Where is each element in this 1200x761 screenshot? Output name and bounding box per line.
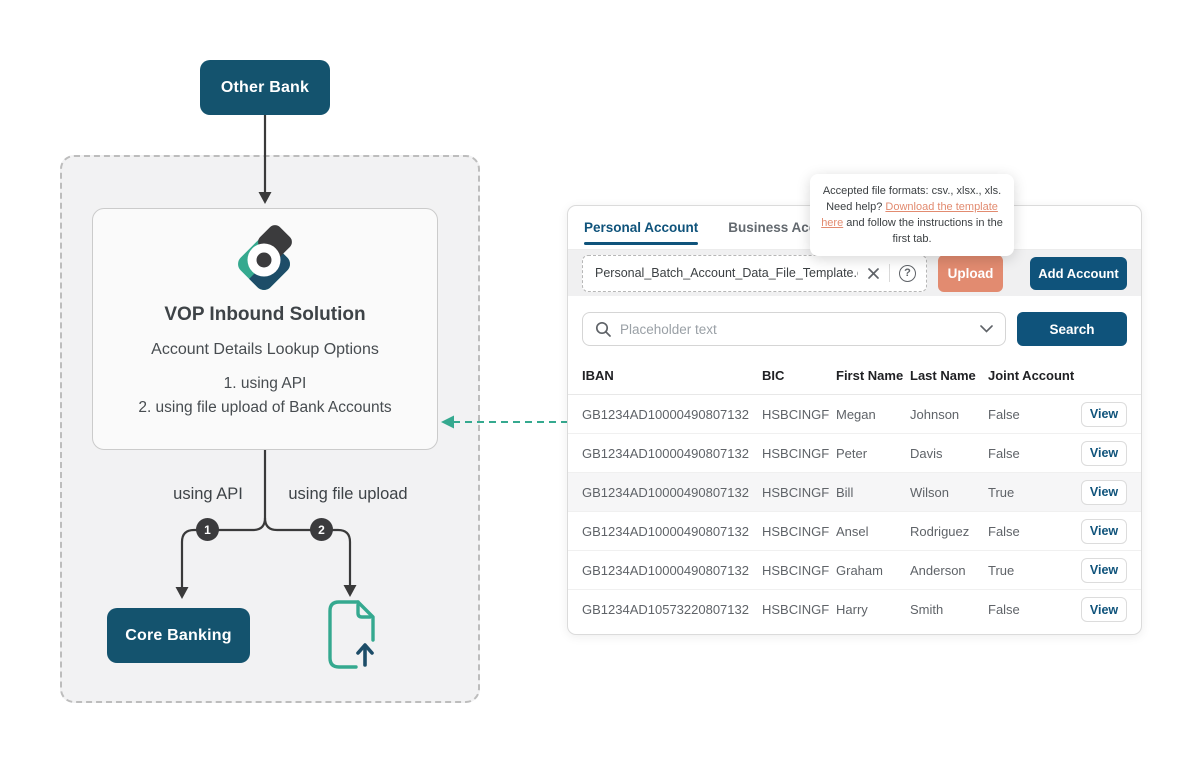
vop-solution-node: VOP Inbound Solution Account Details Loo…	[92, 208, 438, 450]
col-joint-account: Joint Account	[988, 368, 1075, 383]
table-row: GB1234AD10000490807132 HSBCINGF Bill Wil…	[568, 473, 1141, 512]
chevron-down-icon[interactable]	[980, 325, 993, 333]
cell-iban: GB1234AD10000490807132	[582, 523, 749, 539]
add-account-button[interactable]: Add Account	[1030, 256, 1127, 290]
help-icon[interactable]: ?	[899, 264, 916, 282]
cell-first-name: Peter	[836, 445, 868, 461]
cell-iban: GB1234AD10000490807132	[582, 445, 749, 461]
download-template-link[interactable]: Download the template here	[821, 201, 998, 229]
other-bank-node: Other Bank	[200, 60, 330, 115]
divider	[889, 264, 890, 282]
search-button[interactable]: Search	[1017, 312, 1127, 346]
cell-bic: HSBCINGF	[762, 523, 830, 539]
cell-last-name: Johnson	[910, 406, 960, 422]
cell-iban: GB1234AD10000490807132	[582, 484, 749, 500]
table-row: GB1234AD10000490807132 HSBCINGF Ansel Ro…	[568, 512, 1141, 551]
view-button[interactable]: View	[1081, 479, 1127, 505]
file-upload-icon	[328, 600, 375, 669]
tooltip-line2-suffix: and follow the instructions in the first…	[843, 217, 1003, 245]
cell-first-name: Bill	[836, 484, 854, 500]
view-button[interactable]: View	[1081, 557, 1127, 583]
col-bic: BIC	[762, 368, 785, 383]
solution-title: VOP Inbound Solution	[164, 304, 366, 325]
accounts-table: IBAN BIC First Name Last Name Joint Acco…	[568, 346, 1141, 629]
lookup-option-1: 1. using API	[223, 375, 307, 392]
view-button[interactable]: View	[1081, 401, 1127, 427]
clear-file-icon[interactable]	[867, 267, 880, 280]
account-panel: Personal Account Business Account Person…	[567, 205, 1142, 635]
search-input[interactable]	[620, 321, 971, 337]
upload-button[interactable]: Upload	[938, 254, 1003, 292]
view-button[interactable]: View	[1081, 518, 1127, 544]
architecture-diagram: Other Bank VOP Inbound Solution Account …	[60, 60, 480, 703]
selected-file-name: Personal_Batch_Account_Data_File_Templat…	[595, 266, 858, 280]
cell-bic: HSBCINGF	[762, 484, 830, 500]
col-first-name: First Name	[836, 368, 904, 383]
view-button[interactable]: View	[1081, 440, 1127, 466]
cell-bic: HSBCINGF	[762, 445, 830, 461]
core-banking-label: Core Banking	[125, 626, 232, 644]
solution-subtitle: Account Details Lookup Options	[151, 341, 379, 358]
cell-first-name: Ansel	[836, 523, 869, 539]
cell-joint-account: False	[988, 406, 1020, 422]
cell-first-name: Graham	[836, 562, 883, 578]
table-row: GB1234AD10573220807132 HSBCINGF Harry Sm…	[568, 590, 1141, 629]
tooltip-line2-prefix: Need help?	[826, 201, 886, 213]
tooltip-line1: Accepted file formats: csv., xlsx., xls.	[822, 185, 1002, 197]
table-row: GB1234AD10000490807132 HSBCINGF Graham A…	[568, 551, 1141, 590]
cell-first-name: Harry	[836, 602, 868, 617]
file-upload-field[interactable]: Personal_Batch_Account_Data_File_Templat…	[582, 254, 927, 292]
step-2-badge: 2	[310, 518, 333, 541]
cell-iban: GB1234AD10000490807132	[582, 562, 749, 578]
col-last-name: Last Name	[910, 368, 976, 383]
cell-iban: GB1234AD10000490807132	[582, 406, 749, 422]
lookup-option-2: 2. using file upload of Bank Accounts	[138, 399, 392, 416]
search-icon	[595, 321, 611, 337]
cell-bic: HSBCINGF	[762, 562, 830, 578]
search-box[interactable]	[582, 312, 1006, 346]
cell-bic: HSBCINGF	[762, 602, 830, 617]
cell-last-name: Wilson	[910, 484, 950, 500]
cell-iban: GB1234AD10573220807132	[582, 602, 749, 617]
branch-label-file-upload: using file upload	[288, 485, 408, 503]
tab-personal-account[interactable]: Personal Account	[584, 206, 699, 249]
cell-joint-account: False	[988, 445, 1020, 461]
cell-joint-account: False	[988, 602, 1020, 617]
cell-last-name: Davis	[910, 445, 943, 461]
cell-bic: HSBCINGF	[762, 406, 830, 422]
other-bank-label: Other Bank	[220, 78, 310, 96]
col-iban: IBAN	[582, 368, 614, 383]
cell-joint-account: True	[988, 562, 1015, 578]
cell-last-name: Smith	[910, 602, 944, 617]
core-banking-node: Core Banking	[107, 608, 250, 663]
table-row: GB1234AD10000490807132 HSBCINGF Megan Jo…	[568, 395, 1141, 434]
table-row: GB1234AD10000490807132 HSBCINGF Peter Da…	[568, 434, 1141, 473]
cell-first-name: Megan	[836, 406, 876, 422]
upload-toolbar: Personal_Batch_Account_Data_File_Templat…	[568, 250, 1141, 296]
table-body: GB1234AD10000490807132 HSBCINGF Megan Jo…	[568, 395, 1141, 629]
cell-last-name: Rodriguez	[910, 523, 970, 539]
cell-last-name: Anderson	[910, 562, 966, 578]
cell-joint-account: False	[988, 523, 1020, 539]
file-format-tooltip: Accepted file formats: csv., xlsx., xls.…	[810, 174, 1014, 256]
table-header: IBAN BIC First Name Last Name Joint Acco…	[568, 346, 1141, 395]
step-1-badge: 1	[196, 518, 219, 541]
cell-joint-account: True	[988, 484, 1015, 500]
banfico-logo-icon	[238, 225, 292, 290]
view-button[interactable]: View	[1081, 597, 1127, 622]
branch-label-api: using API	[173, 485, 243, 503]
search-toolbar: Search	[568, 296, 1141, 346]
